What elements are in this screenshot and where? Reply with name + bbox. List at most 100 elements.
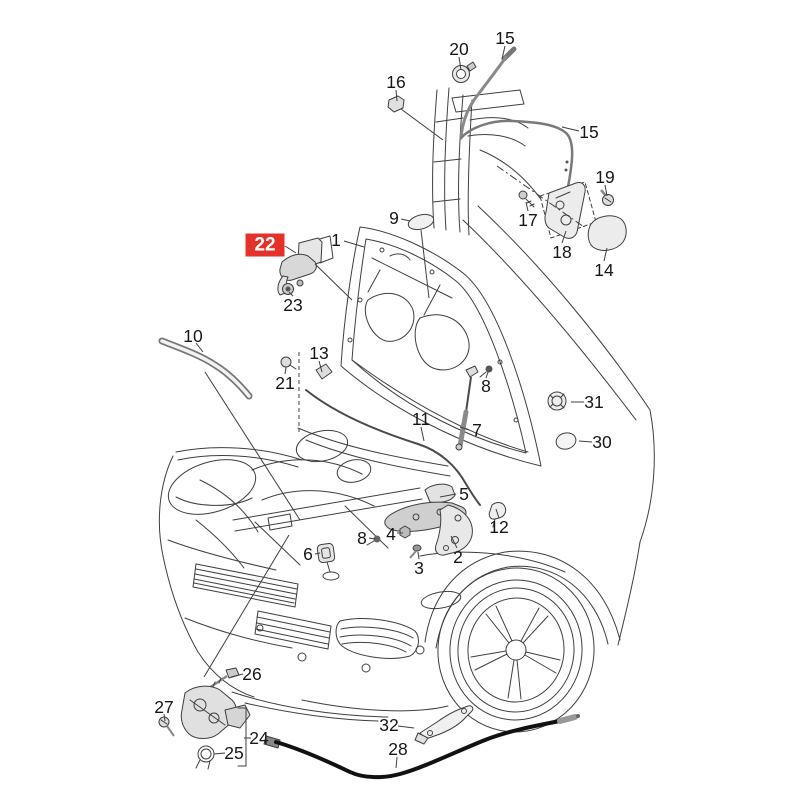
screw-19-icon xyxy=(600,189,614,206)
leader-line xyxy=(485,371,489,379)
part-label-15[interactable]: 15 xyxy=(579,122,598,142)
leader-line xyxy=(284,245,297,254)
leader-line xyxy=(395,756,398,769)
part-label-32[interactable]: 32 xyxy=(379,715,398,735)
part-label-8[interactable]: 8 xyxy=(357,528,367,548)
leader-line xyxy=(400,218,411,222)
leader-line xyxy=(420,426,425,442)
hood-latch-24-icon xyxy=(180,685,251,767)
part-label-9[interactable]: 9 xyxy=(389,208,399,228)
leader-line xyxy=(496,165,585,228)
part-label-1[interactable]: 1 xyxy=(331,230,341,250)
grommet-20-icon xyxy=(452,61,477,83)
part-label-14[interactable]: 14 xyxy=(594,260,614,280)
release-cable-15-icon xyxy=(459,46,574,212)
part-label-16[interactable]: 16 xyxy=(386,72,405,92)
part-label-3[interactable]: 3 xyxy=(414,558,424,578)
part-label-24[interactable]: 24 xyxy=(249,728,269,748)
part-label-19[interactable]: 19 xyxy=(595,167,614,187)
bolt-3-icon xyxy=(409,544,422,559)
leader-line xyxy=(395,89,398,102)
leader-line xyxy=(397,725,415,729)
grille-upper-left xyxy=(192,563,299,608)
screw-27-icon xyxy=(158,716,175,737)
leader-line xyxy=(318,360,323,373)
grille-center xyxy=(254,610,332,650)
part-label-22-highlighted[interactable]: 22 xyxy=(254,235,275,256)
hook-12-icon xyxy=(488,502,507,528)
leader-line xyxy=(400,108,444,141)
part-label-23[interactable]: 23 xyxy=(283,295,302,315)
plug-30-icon xyxy=(555,432,577,450)
part-label-18[interactable]: 18 xyxy=(552,242,571,262)
bolt-17-icon xyxy=(518,190,535,208)
grille-right-intake xyxy=(335,618,419,659)
leader-line xyxy=(561,126,580,132)
bracket-2-icon xyxy=(435,504,473,556)
leader-line xyxy=(368,537,376,540)
seal-strip-10-icon xyxy=(158,337,253,400)
leader-line xyxy=(450,535,458,549)
latch-18-icon xyxy=(539,181,597,239)
leader-line xyxy=(417,551,420,560)
nut-4-icon xyxy=(399,525,411,539)
release-cable-28-icon xyxy=(263,714,580,780)
part-label-4[interactable]: 4 xyxy=(386,524,396,544)
leader-line xyxy=(213,752,226,755)
part-label-7[interactable]: 7 xyxy=(472,420,482,440)
leader-lines xyxy=(163,45,608,769)
hood-hinge-22-icon xyxy=(277,235,334,296)
leader-line xyxy=(343,240,365,248)
fog-lamp xyxy=(420,590,462,610)
front-wheel xyxy=(437,567,595,733)
a-pillar-structure xyxy=(432,87,541,236)
leader-line xyxy=(561,230,567,244)
pad-9-icon xyxy=(407,213,435,231)
buffer-6-icon xyxy=(316,542,340,581)
hood-panel xyxy=(340,226,542,467)
part-label-17[interactable]: 17 xyxy=(518,210,537,230)
leader-line xyxy=(439,493,457,498)
leader-line xyxy=(284,366,287,375)
part-label-15[interactable]: 15 xyxy=(495,28,514,48)
leader-line xyxy=(603,247,608,262)
leader-line xyxy=(459,426,470,431)
part-label-28[interactable]: 28 xyxy=(388,739,407,759)
part-label-30[interactable]: 30 xyxy=(592,432,612,452)
part-label-10[interactable]: 10 xyxy=(183,326,203,346)
part-label-25[interactable]: 25 xyxy=(224,743,243,763)
part-label-26[interactable]: 26 xyxy=(242,664,261,684)
leader-line xyxy=(420,229,430,299)
part-label-8[interactable]: 8 xyxy=(481,376,491,396)
leader-line xyxy=(604,184,608,197)
leader-line xyxy=(195,342,204,353)
grommet-23-icon xyxy=(282,283,294,295)
ball-stud-8-lower-icon xyxy=(366,535,381,546)
pin-21-icon xyxy=(280,356,297,370)
part-label-27[interactable]: 27 xyxy=(154,697,173,717)
bracket-32-icon xyxy=(414,705,474,745)
part-label-11[interactable]: 11 xyxy=(412,409,430,429)
part-label-2[interactable]: 2 xyxy=(453,547,463,567)
part-label-12[interactable]: 12 xyxy=(489,517,508,537)
headlight xyxy=(167,459,257,515)
gas-strut-7-icon xyxy=(455,365,479,451)
leader-line xyxy=(501,45,506,60)
part-label-5[interactable]: 5 xyxy=(459,484,469,504)
part-label-21[interactable]: 21 xyxy=(275,373,294,393)
part-label-6[interactable]: 6 xyxy=(303,544,313,564)
clamp-25-icon xyxy=(195,745,215,770)
leader-line xyxy=(578,440,593,443)
leader-line xyxy=(163,713,166,722)
part-icons xyxy=(158,46,627,780)
part-label-31[interactable]: 31 xyxy=(584,392,603,412)
leader-line xyxy=(314,263,353,301)
part-label-20[interactable]: 20 xyxy=(449,39,469,59)
clip-16-icon xyxy=(387,95,405,113)
leader-line xyxy=(288,291,294,297)
leader-line xyxy=(314,552,321,555)
bolt-26-icon xyxy=(208,667,240,690)
part-label-13[interactable]: 13 xyxy=(309,343,328,363)
